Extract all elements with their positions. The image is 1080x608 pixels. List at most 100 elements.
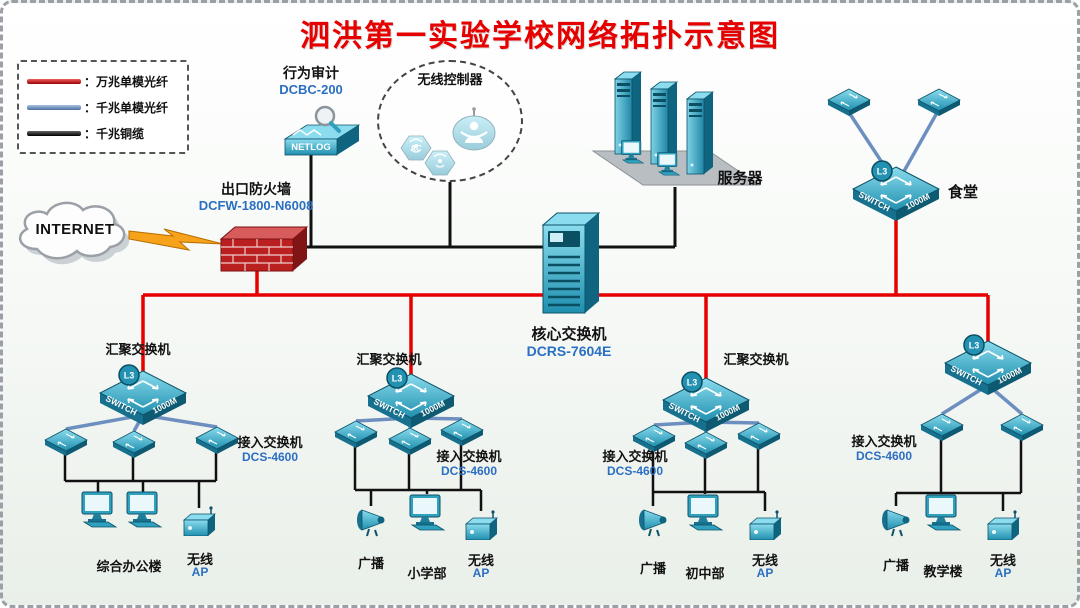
access3-model: DCS-4600 [606, 464, 664, 478]
l3-text: L3 [124, 371, 135, 381]
canteen-label: 食堂 [947, 184, 979, 201]
legend-label: ：千兆单模光纤 [84, 100, 169, 115]
audit-device-icon [283, 105, 361, 156]
pc-icon [126, 491, 162, 528]
firewall-icon [219, 226, 309, 272]
swatch-1g-fiber [27, 104, 81, 110]
access1-name: 接入交换机 [237, 435, 303, 450]
cloud-shape [18, 201, 126, 260]
speaker-icon [881, 509, 911, 537]
l3-badge [963, 334, 985, 356]
access4-name: 接入交换机 [851, 434, 917, 449]
access-switch [44, 428, 88, 457]
pc-icon [687, 494, 723, 531]
access1-model: DCS-4600 [241, 450, 299, 464]
copper-links [293, 155, 677, 249]
wlc-name: 无线控制器 [417, 72, 483, 87]
wireless-label: 无线 [186, 552, 214, 567]
broadcast-label: 广播 [357, 556, 385, 571]
link-canteen-sw2 [901, 110, 940, 174]
access2-name: 接入交换机 [436, 449, 502, 464]
magnifier-icon [314, 105, 336, 127]
wireless-label: 无线 [467, 553, 495, 568]
netlog-text: NETLOG [291, 142, 331, 153]
teaching-building-label: 教学楼 [923, 564, 963, 579]
firewall-model: DCFW-1800-N6008 [198, 198, 314, 213]
firewall-name: 出口防火墙 [221, 181, 291, 197]
l3-text: L3 [969, 341, 980, 351]
wireless-label: 无线 [989, 553, 1017, 568]
access-switch [440, 418, 484, 447]
junior-school-label: 初中部 [685, 566, 725, 581]
pc-icon [81, 491, 117, 528]
access-switch [388, 427, 432, 456]
legend-label: ：万兆单模光纤 [84, 74, 169, 89]
office-label: 综合办公楼 [96, 559, 162, 574]
ap-label: AP [191, 565, 209, 579]
legend: ：万兆单模光纤 ：千兆单模光纤 ：千兆铜缆 [17, 60, 189, 154]
topology-diagram: NETLOG AC [18, 71, 1044, 540]
ap-icon [465, 510, 498, 540]
canteen-l3-switch: L3 SWITCH 1000M [852, 160, 940, 222]
server-tower-icon-2 [650, 81, 678, 165]
wireless-label: 无线 [751, 553, 779, 568]
tree-group3 [651, 448, 767, 511]
agg3-label: 汇聚交换机 [723, 352, 789, 367]
agg-switch-2: L3 SWITCH 1000M [367, 367, 455, 429]
pc-icon [409, 494, 445, 531]
l3-text: L3 [687, 378, 698, 388]
ap-icon [183, 506, 216, 536]
core-model: DCRS-7604E [526, 343, 612, 359]
legend-label: ：千兆铜缆 [84, 126, 145, 141]
internet-cloud [18, 201, 130, 265]
servers-label: 服务器 [717, 170, 763, 187]
legend-item-1g-fiber: ：千兆单模光纤 [27, 99, 179, 116]
lightning-icon [128, 228, 224, 251]
ap-label: AP [472, 566, 490, 580]
page-title: 泗洪第一实验学校网络拓扑示意图 [300, 20, 780, 53]
access4-model: DCS-4600 [855, 449, 913, 463]
access-switch [112, 430, 156, 459]
broadcast-label: 广播 [639, 561, 667, 576]
broadcast-label: 广播 [882, 558, 910, 573]
audit-model: DCBC-200 [279, 82, 343, 97]
ap-icon [749, 510, 782, 540]
copper-access-trees [63, 439, 1023, 511]
access3-name: 接入交换机 [602, 449, 668, 464]
speaker-icon [356, 509, 386, 537]
core-switch-icon [541, 212, 601, 314]
access2-model: DCS-4600 [440, 464, 498, 478]
core-name: 核心交换机 [531, 326, 607, 343]
canteen-access-switch-1 [827, 88, 871, 117]
speaker-icon [638, 509, 668, 537]
l3-badge [118, 364, 140, 386]
l3-badge [871, 160, 893, 182]
servers-icon [591, 71, 761, 186]
agg-switch-4: L3 SWITCH 1000M [944, 334, 1032, 396]
ap-label: AP [756, 566, 774, 580]
access-switch [684, 431, 728, 460]
audit-name: 行为审计 [283, 65, 339, 81]
wireless-controller-zone [377, 60, 523, 182]
access-switch [920, 413, 964, 442]
access-switch [737, 422, 781, 451]
agg2-label: 汇聚交换机 [356, 352, 422, 367]
swatch-copper [27, 130, 81, 136]
tree-group2 [353, 444, 483, 511]
agg1-label: 汇聚交换机 [105, 342, 171, 357]
access-switch [195, 426, 239, 455]
server-tower-icon-3 [686, 91, 714, 175]
ap-label: AP [994, 566, 1012, 580]
legend-item-copper: ：千兆铜缆 [27, 125, 179, 142]
agg-switch-1: L3 SWITCH 1000M [99, 364, 187, 426]
access-switch [334, 420, 378, 449]
internet-label: INTERNET [35, 221, 115, 238]
canteen-access-switch-2 [917, 88, 961, 117]
tree-group1 [63, 451, 218, 508]
l3-text: L3 [877, 167, 888, 177]
ap-icon [987, 510, 1020, 540]
pc-icon [925, 494, 961, 531]
l3-text: L3 [392, 374, 403, 384]
legend-item-10g: ：万兆单模光纤 [27, 73, 179, 90]
